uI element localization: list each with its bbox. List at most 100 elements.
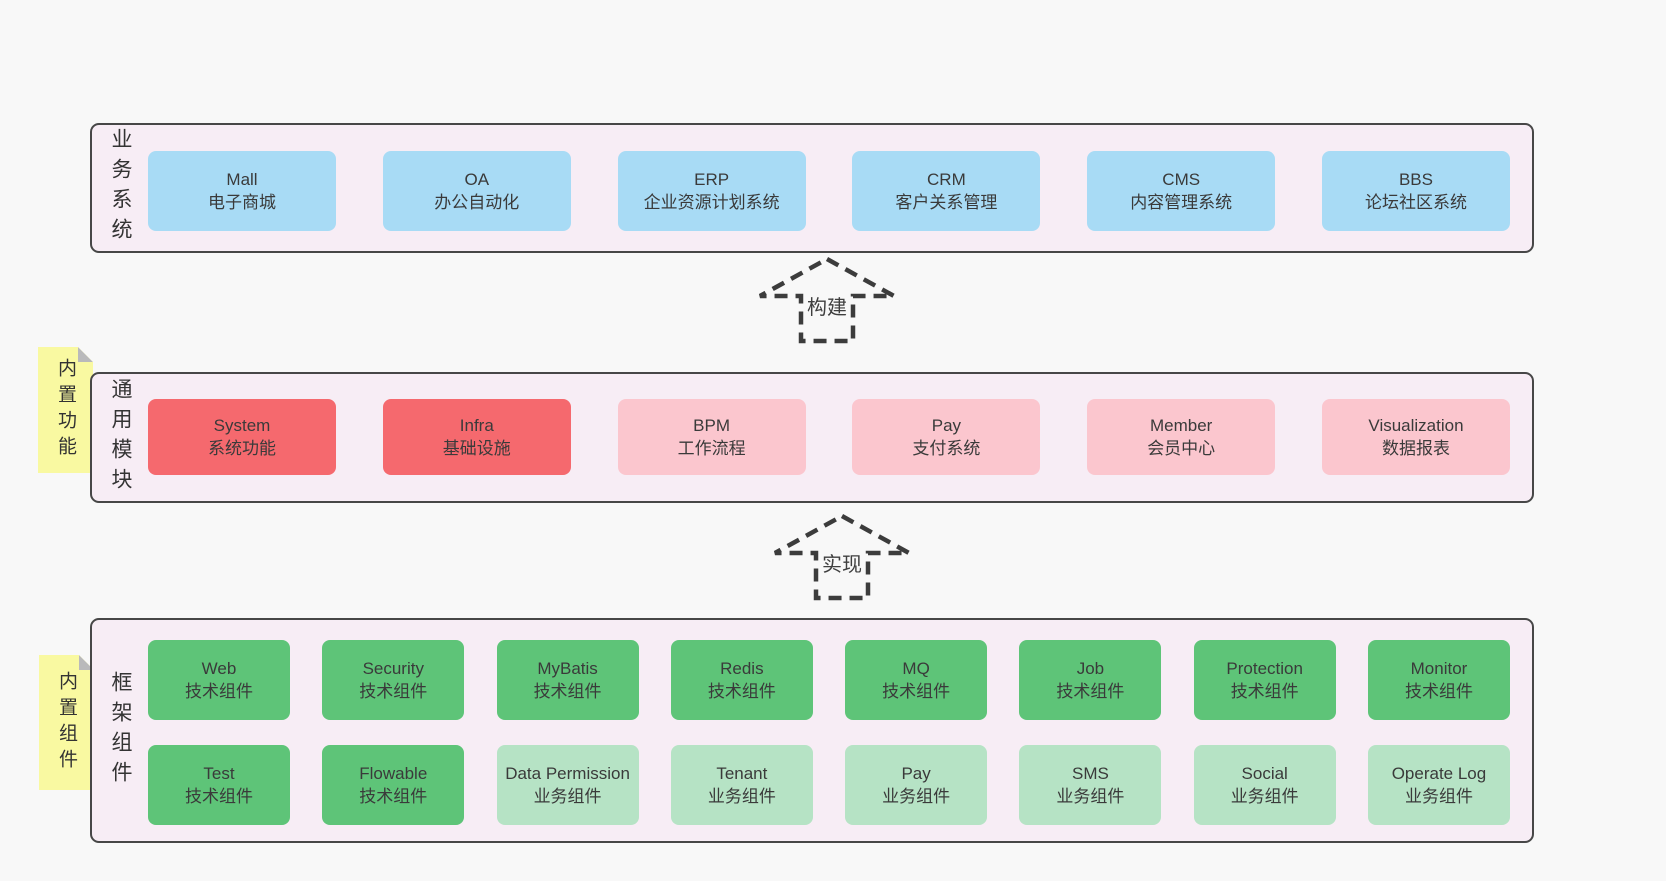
- module-name: Security: [362, 659, 424, 678]
- implement-arrow: 实现: [773, 513, 911, 601]
- module-box-member: Member 会员中心: [1087, 399, 1276, 475]
- module-box-erp: ERP 企业资源计划系统: [617, 151, 806, 231]
- module-desc: 技术组件: [1404, 682, 1473, 701]
- module-name: Operate Log: [1391, 764, 1487, 783]
- module-name: Tenant: [716, 764, 768, 783]
- folded-corner: [78, 347, 93, 362]
- module-desc: 论坛社区系统: [1364, 193, 1467, 212]
- module-desc: 业务组件: [707, 787, 776, 806]
- sticky-note-label: 内置功能: [55, 358, 76, 462]
- module-box-infra: Infra 基础设施: [382, 399, 571, 475]
- module-name: Mall: [226, 170, 258, 189]
- module-name: OA: [464, 170, 490, 189]
- band-label-common-modules: 通用模块: [109, 377, 132, 498]
- module-box-sms: SMS 业务组件: [1019, 745, 1162, 825]
- module-desc: 数据报表: [1381, 439, 1450, 458]
- module-desc: 基础设施: [442, 439, 511, 458]
- module-desc: 客户关系管理: [895, 193, 998, 212]
- band-business-systems: 业务系统 Mall 电子商城 OA 办公自动化 ERP 企业资源计划系统 CRM 客户关系管理…: [90, 123, 1534, 253]
- module-box-bbs: BBS 论坛社区系统: [1321, 151, 1510, 231]
- module-box-test: Test 技术组件: [148, 745, 290, 825]
- module-box-crm: CRM 客户关系管理: [852, 151, 1041, 231]
- module-name: Web: [201, 659, 237, 678]
- module-name: Protection: [1226, 659, 1303, 678]
- module-desc: 技术组件: [1230, 682, 1299, 701]
- module-desc: 技术组件: [359, 682, 428, 701]
- module-desc: 业务组件: [1404, 787, 1473, 806]
- module-name: SMS: [1071, 764, 1109, 783]
- module-box-oa: OA 办公自动化: [382, 151, 571, 231]
- module-name: System: [213, 416, 271, 435]
- sticky-note-built-in-functions: 内置功能: [38, 347, 93, 473]
- module-desc: 电子商城: [208, 193, 276, 212]
- module-name: ERP: [694, 170, 730, 189]
- build-arrow: 构建: [758, 256, 896, 344]
- implement-arrow-label: 实现: [822, 553, 862, 576]
- module-box-security: Security 技术组件: [322, 640, 465, 720]
- module-name: MyBatis: [537, 659, 598, 678]
- module-desc: 系统功能: [208, 439, 276, 458]
- module-box-pay: Pay 业务组件: [845, 745, 988, 825]
- band-label-business-systems: 业务系统: [109, 128, 132, 248]
- module-name: Test: [203, 764, 235, 783]
- module-box-tenant: Tenant 业务组件: [670, 745, 813, 825]
- module-desc: 内容管理系统: [1130, 193, 1233, 212]
- module-name: Member: [1150, 416, 1213, 435]
- module-box-web: Web 技术组件: [148, 640, 290, 720]
- module-box-cms: CMS 内容管理系统: [1087, 151, 1276, 231]
- module-desc: 技术组件: [1056, 682, 1125, 701]
- build-arrow-label: 构建: [807, 296, 847, 319]
- sticky-note-built-in-components: 内置组件: [39, 655, 94, 790]
- module-box-job: Job 技术组件: [1019, 640, 1162, 720]
- module-box-mall: Mall 电子商城: [148, 151, 336, 231]
- module-name: CMS: [1162, 170, 1201, 189]
- module-desc: 技术组件: [533, 682, 602, 701]
- module-box-redis: Redis 技术组件: [670, 640, 813, 720]
- module-name: Infra: [459, 416, 494, 435]
- module-desc: 技术组件: [707, 682, 776, 701]
- module-desc: 工作流程: [677, 439, 746, 458]
- module-name: Pay: [901, 764, 931, 783]
- module-name: CRM: [927, 170, 966, 189]
- module-desc: 技术组件: [359, 787, 428, 806]
- module-desc: 技术组件: [185, 787, 253, 806]
- module-desc: 业务组件: [1230, 787, 1299, 806]
- module-name: Visualization: [1368, 416, 1464, 435]
- sticky-note-label: 内置组件: [56, 670, 77, 775]
- module-desc: 办公自动化: [434, 193, 520, 212]
- band-label-framework-components: 框架组件: [109, 670, 132, 791]
- module-desc: 技术组件: [185, 682, 253, 701]
- module-name: Redis: [720, 659, 764, 678]
- module-box-system: System 系统功能: [148, 399, 336, 475]
- module-desc: 业务组件: [533, 787, 602, 806]
- module-desc: 支付系统: [912, 439, 981, 458]
- module-box-bpm: BPM 工作流程: [617, 399, 806, 475]
- module-box-protection: Protection 技术组件: [1193, 640, 1336, 720]
- module-box-operate-log: Operate Log 业务组件: [1367, 745, 1510, 825]
- module-box-social: Social 业务组件: [1193, 745, 1336, 825]
- module-name: Social: [1241, 764, 1288, 783]
- business-system-boxes: Mall 电子商城 OA 办公自动化 ERP 企业资源计划系统 CRM 客户关系管理 CMS 内容…: [148, 151, 1510, 231]
- module-desc: 企业资源计划系统: [643, 193, 780, 212]
- module-desc: 技术组件: [882, 682, 951, 701]
- module-box-mybatis: MyBatis 技术组件: [496, 640, 639, 720]
- module-name: BBS: [1398, 170, 1433, 189]
- module-box-visualization: Visualization 数据报表: [1321, 399, 1510, 475]
- module-desc: 业务组件: [1056, 787, 1125, 806]
- module-name: Job: [1076, 659, 1105, 678]
- module-name: Flowable: [359, 764, 428, 783]
- module-name: BPM: [693, 416, 731, 435]
- module-desc: 业务组件: [882, 787, 951, 806]
- module-desc: 会员中心: [1147, 439, 1216, 458]
- module-box-flowable: Flowable 技术组件: [322, 745, 465, 825]
